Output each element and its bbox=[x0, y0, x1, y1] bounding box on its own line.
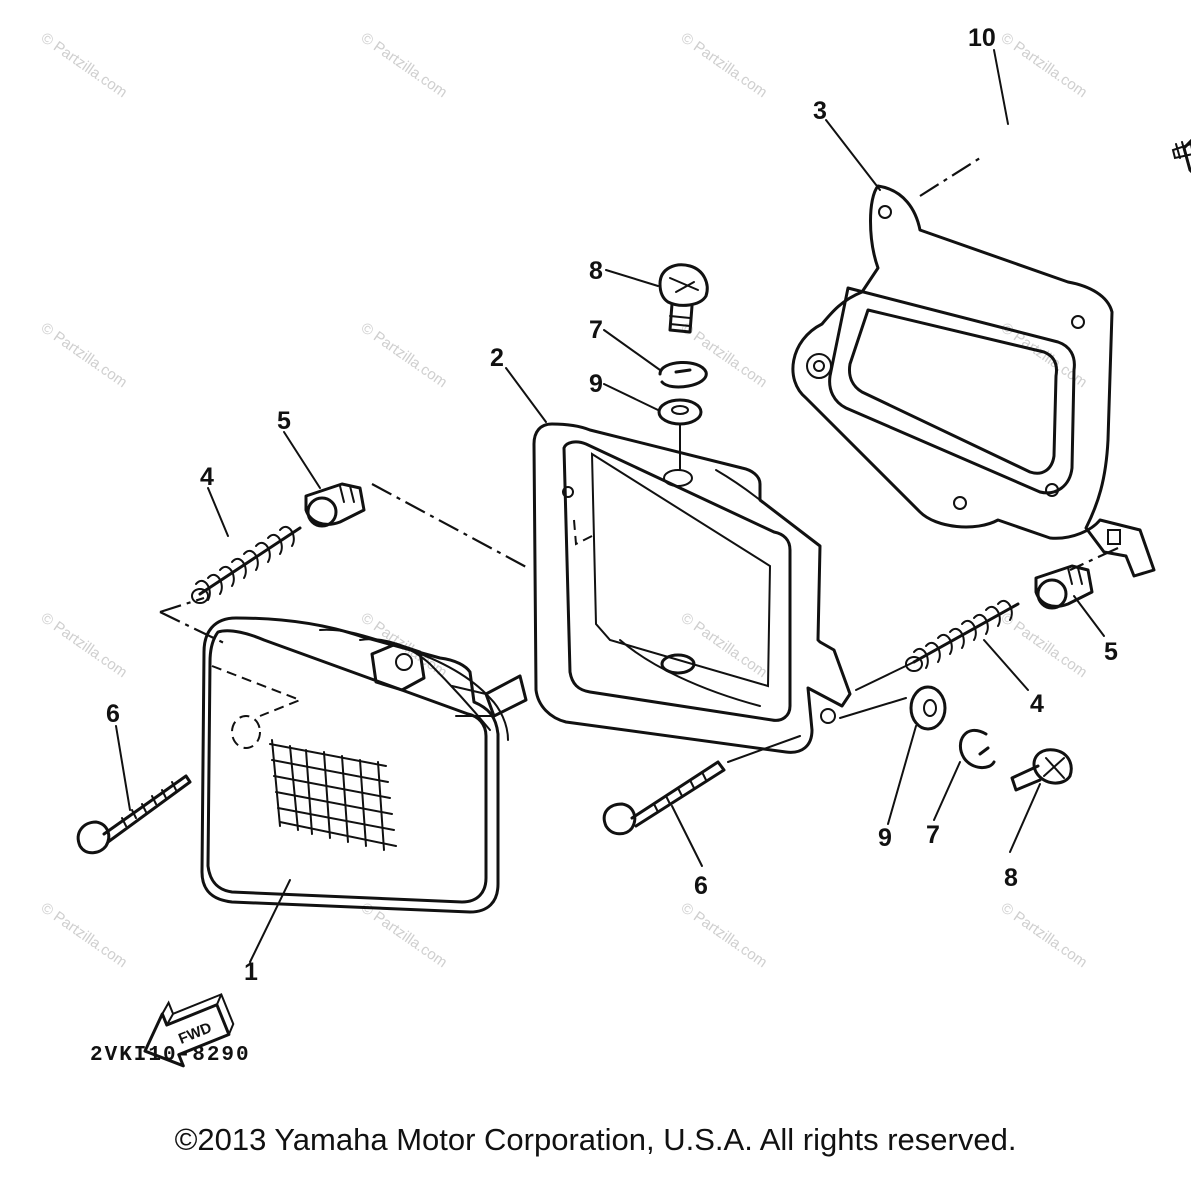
callout-7: 7 bbox=[589, 316, 603, 344]
washer-9-top bbox=[657, 398, 703, 471]
callout-8: 8 bbox=[1004, 864, 1018, 892]
mounting-bracket bbox=[791, 184, 1156, 578]
watermark: © Partzilla.com bbox=[678, 29, 771, 101]
clip-5-left bbox=[304, 482, 366, 528]
watermark: © Partzilla.com bbox=[38, 899, 131, 971]
watermark: © Partzilla.com bbox=[998, 29, 1091, 101]
callout-1: 1 bbox=[244, 958, 258, 986]
headlight-unit bbox=[200, 616, 528, 914]
watermark: © Partzilla.com bbox=[38, 319, 131, 391]
screw-6-left bbox=[76, 774, 192, 855]
callout-4: 4 bbox=[200, 463, 214, 491]
screw-6-right bbox=[602, 760, 726, 836]
callout-5: 5 bbox=[277, 407, 291, 435]
diagram-part-code: 2VKI10-8290 bbox=[90, 1044, 251, 1067]
callout-5: 5 bbox=[1104, 638, 1118, 666]
watermark: © Partzilla.com bbox=[358, 319, 451, 391]
watermark: © Partzilla.com bbox=[998, 899, 1091, 971]
screw-8-right bbox=[1010, 748, 1073, 792]
watermark: © Partzilla.com bbox=[358, 29, 451, 101]
callout-8: 8 bbox=[589, 257, 603, 285]
bolt-10 bbox=[1171, 138, 1191, 174]
callout-7: 7 bbox=[926, 821, 940, 849]
callout-2: 2 bbox=[490, 344, 504, 372]
callout-6: 6 bbox=[106, 700, 120, 728]
callout-4: 4 bbox=[1030, 690, 1044, 718]
watermark: © Partzilla.com bbox=[678, 899, 771, 971]
callout-3: 3 bbox=[813, 97, 827, 125]
callouts: 10 3 8 7 2 9 5 4 6 1 6 4 5 9 7 8 bbox=[106, 24, 1118, 986]
callout-9: 9 bbox=[878, 824, 892, 852]
callout-6: 6 bbox=[694, 872, 708, 900]
callout-10: 10 bbox=[968, 24, 996, 52]
spring-4-left bbox=[191, 525, 302, 604]
headlight-case bbox=[532, 422, 852, 754]
clip-5-right bbox=[1034, 564, 1094, 610]
lock-washer-7-right bbox=[958, 728, 996, 769]
washer-9-right bbox=[909, 685, 947, 731]
spring-4-right bbox=[905, 599, 1020, 672]
leader-lines bbox=[115, 49, 1105, 963]
watermark: © Partzilla.com bbox=[38, 29, 131, 101]
copyright-notice: ©2013 Yamaha Motor Corporation, U.S.A. A… bbox=[174, 1122, 1017, 1157]
watermark: © Partzilla.com bbox=[38, 609, 131, 681]
callout-9: 9 bbox=[589, 370, 603, 398]
lock-washer-7-top bbox=[658, 360, 708, 389]
screw-8-top bbox=[658, 263, 709, 334]
